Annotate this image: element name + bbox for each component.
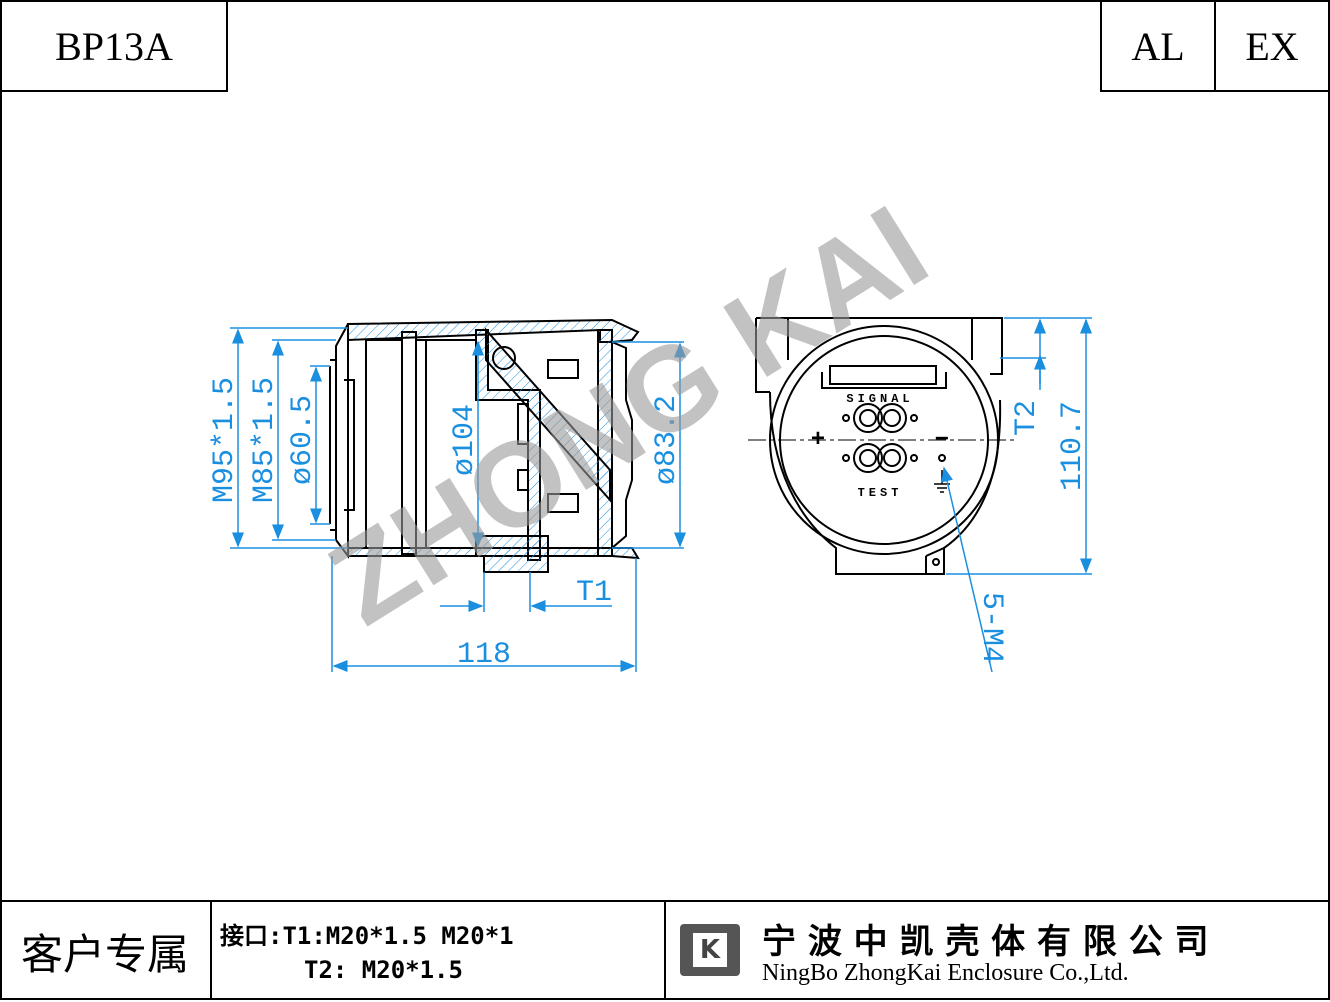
side-dimension-labels: M95*1.5 M85*1.5 ø60.5 ø104 ø83.2 T1 118 bbox=[208, 377, 684, 672]
customer-label: 客户专属 bbox=[20, 929, 189, 979]
rating-box: EX bbox=[1214, 0, 1330, 92]
company-logo: K bbox=[680, 924, 740, 976]
dim-d60: ø60.5 bbox=[286, 395, 320, 485]
front-dimension-labels: T2 110.7 5-M4 bbox=[974, 400, 1090, 664]
model-code: BP13A bbox=[55, 23, 173, 69]
label-signal: SIGNAL bbox=[846, 392, 913, 406]
material-code: AL bbox=[1131, 23, 1185, 69]
dim-118: 118 bbox=[457, 638, 511, 672]
dim-d83: ø83.2 bbox=[650, 395, 684, 485]
material-box: AL bbox=[1100, 0, 1216, 92]
logo-inner: K bbox=[693, 933, 727, 967]
dim-d104: ø104 bbox=[448, 404, 482, 476]
dim-t1: T1 bbox=[576, 576, 612, 610]
ports-cell: 接口:T1:M20*1.5 M20*1 T2: M20*1.5 bbox=[212, 902, 666, 1000]
label-plus: + bbox=[811, 427, 825, 454]
model-code-box: BP13A bbox=[0, 0, 228, 92]
side-section-view bbox=[329, 318, 640, 573]
footer: 客户专属 接口:T1:M20*1.5 M20*1 T2: M20*1.5 K 宁… bbox=[0, 900, 1330, 1002]
rating-code: EX bbox=[1245, 23, 1299, 69]
dim-m85: M85*1.5 bbox=[248, 377, 282, 503]
company-name-en: NingBo ZhongKai Enclosure Co.,Ltd. bbox=[762, 960, 1129, 986]
dim-110: 110.7 bbox=[1056, 401, 1090, 491]
ports-line-1: 接口:T1:M20*1.5 M20*1 bbox=[220, 922, 514, 950]
side-dimensions bbox=[230, 327, 686, 672]
dim-t2: T2 bbox=[1010, 400, 1044, 436]
dim-5m4: 5-M4 bbox=[974, 592, 1008, 664]
dim-m95: M95*1.5 bbox=[208, 377, 242, 503]
label-minus: − bbox=[935, 427, 949, 454]
company-name-cn: 宁 波 中 凯 壳 体 有 限 公 司 bbox=[762, 922, 1209, 962]
front-view-labels: SIGNAL TEST + − bbox=[811, 392, 949, 500]
front-dimensions bbox=[941, 317, 1092, 673]
label-test: TEST bbox=[858, 486, 903, 500]
watermark: ZHONG KAI bbox=[307, 180, 949, 650]
ports-line-2: T2: M20*1.5 bbox=[304, 956, 463, 984]
customer-cell: 客户专属 bbox=[0, 902, 212, 1000]
logo-letter: K bbox=[699, 935, 721, 965]
company-cell: K 宁 波 中 凯 壳 体 有 限 公 司 NingBo ZhongKai En… bbox=[666, 902, 1330, 1000]
